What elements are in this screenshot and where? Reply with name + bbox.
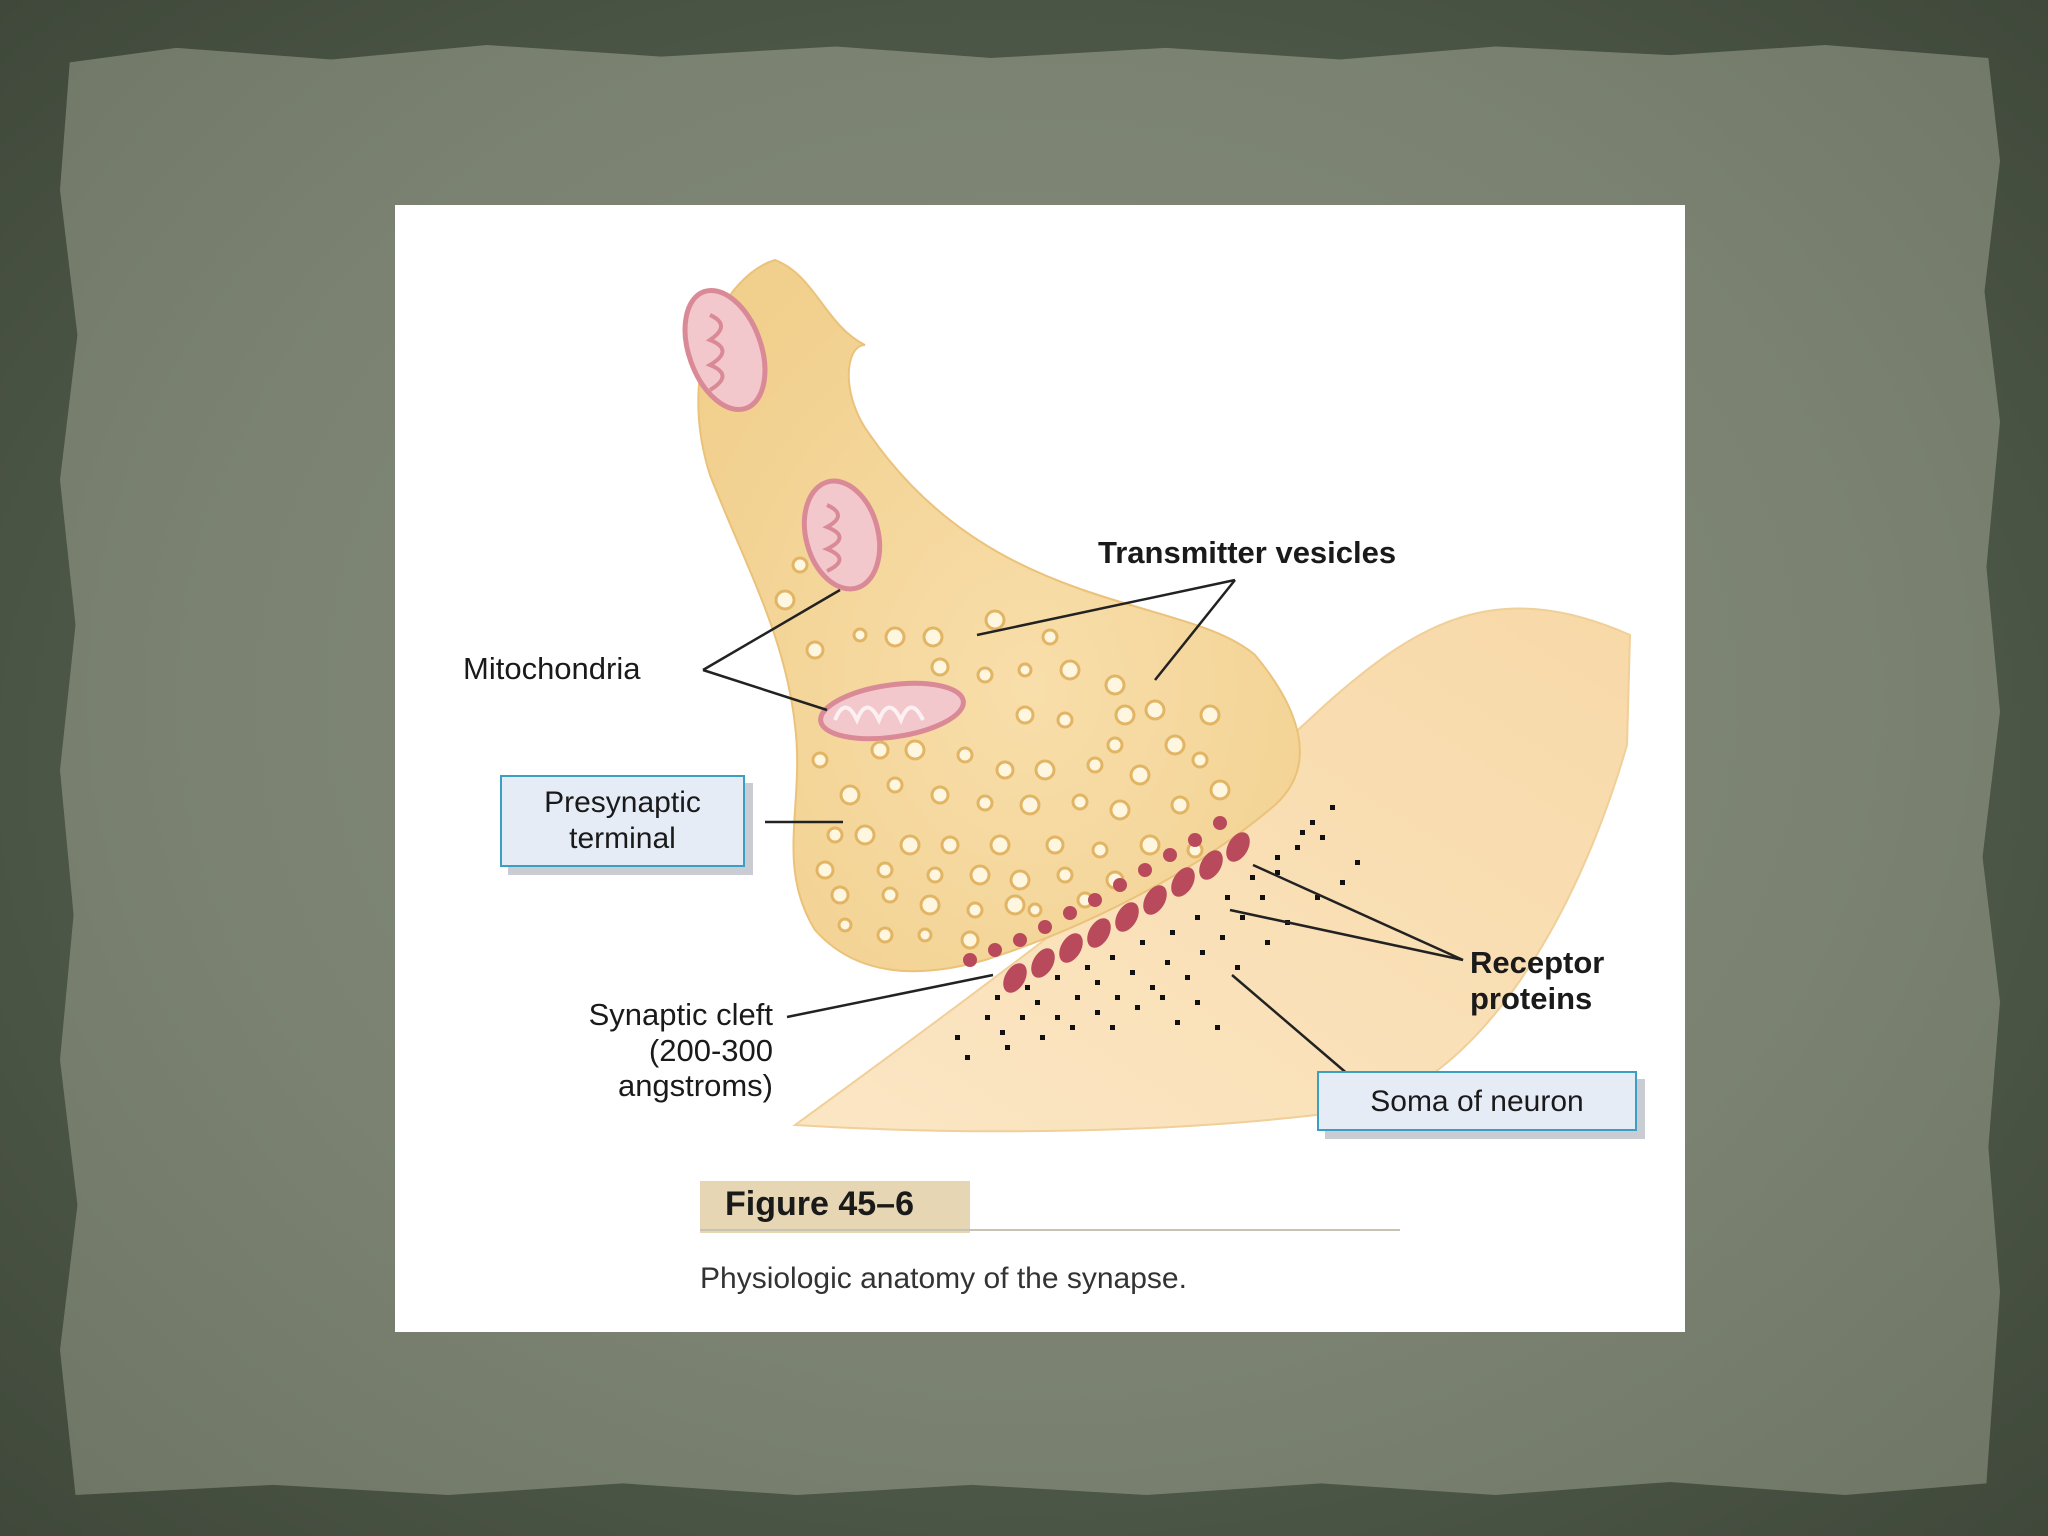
transmitter-molecules <box>955 805 1360 1060</box>
figure-panel: Transmitter vesicles Mitochondria Presyn… <box>395 205 1685 1332</box>
label-receptor-proteins-line1: Receptor <box>1470 945 1605 980</box>
label-mitochondria: Mitochondria <box>463 651 641 686</box>
label-presynaptic-terminal-line2: terminal <box>569 822 676 855</box>
label-synaptic-cleft: Synaptic cleft (200-300 angstroms) <box>538 997 773 1104</box>
label-synaptic-cleft-line2: (200-300 <box>648 1032 773 1068</box>
label-soma-of-neuron: Soma of neuron <box>1317 1071 1637 1131</box>
label-presynaptic-terminal: Presynaptic terminal <box>500 775 745 867</box>
figure-number-box <box>700 1181 970 1233</box>
mitochondrion <box>682 287 768 413</box>
label-receptor-proteins: Receptor proteins <box>1470 945 1604 1016</box>
label-synaptic-cleft-line1: Synaptic cleft <box>588 997 773 1032</box>
synapse-diagram <box>682 258 1632 1133</box>
mitochondrion <box>818 680 966 742</box>
figure-caption: Physiologic anatomy of the synapse. <box>700 1262 1187 1295</box>
figure-number: Figure 45–6 <box>725 1185 914 1223</box>
receptor-proteins <box>1003 832 1250 993</box>
label-transmitter-vesicles: Transmitter vesicles <box>1098 535 1397 570</box>
mitochondrion <box>801 478 883 592</box>
presynaptic-membrane-dots <box>963 816 1227 967</box>
vesicles-group <box>774 556 1231 950</box>
label-receptor-proteins-line2: proteins <box>1470 980 1593 1016</box>
mitochondria-group <box>682 287 966 742</box>
figure-rule <box>700 1229 1400 1231</box>
label-presynaptic-terminal-line1: Presynaptic <box>544 786 701 819</box>
leader-lines <box>702 578 1464 1077</box>
label-synaptic-cleft-line3: angstroms) <box>617 1068 773 1104</box>
